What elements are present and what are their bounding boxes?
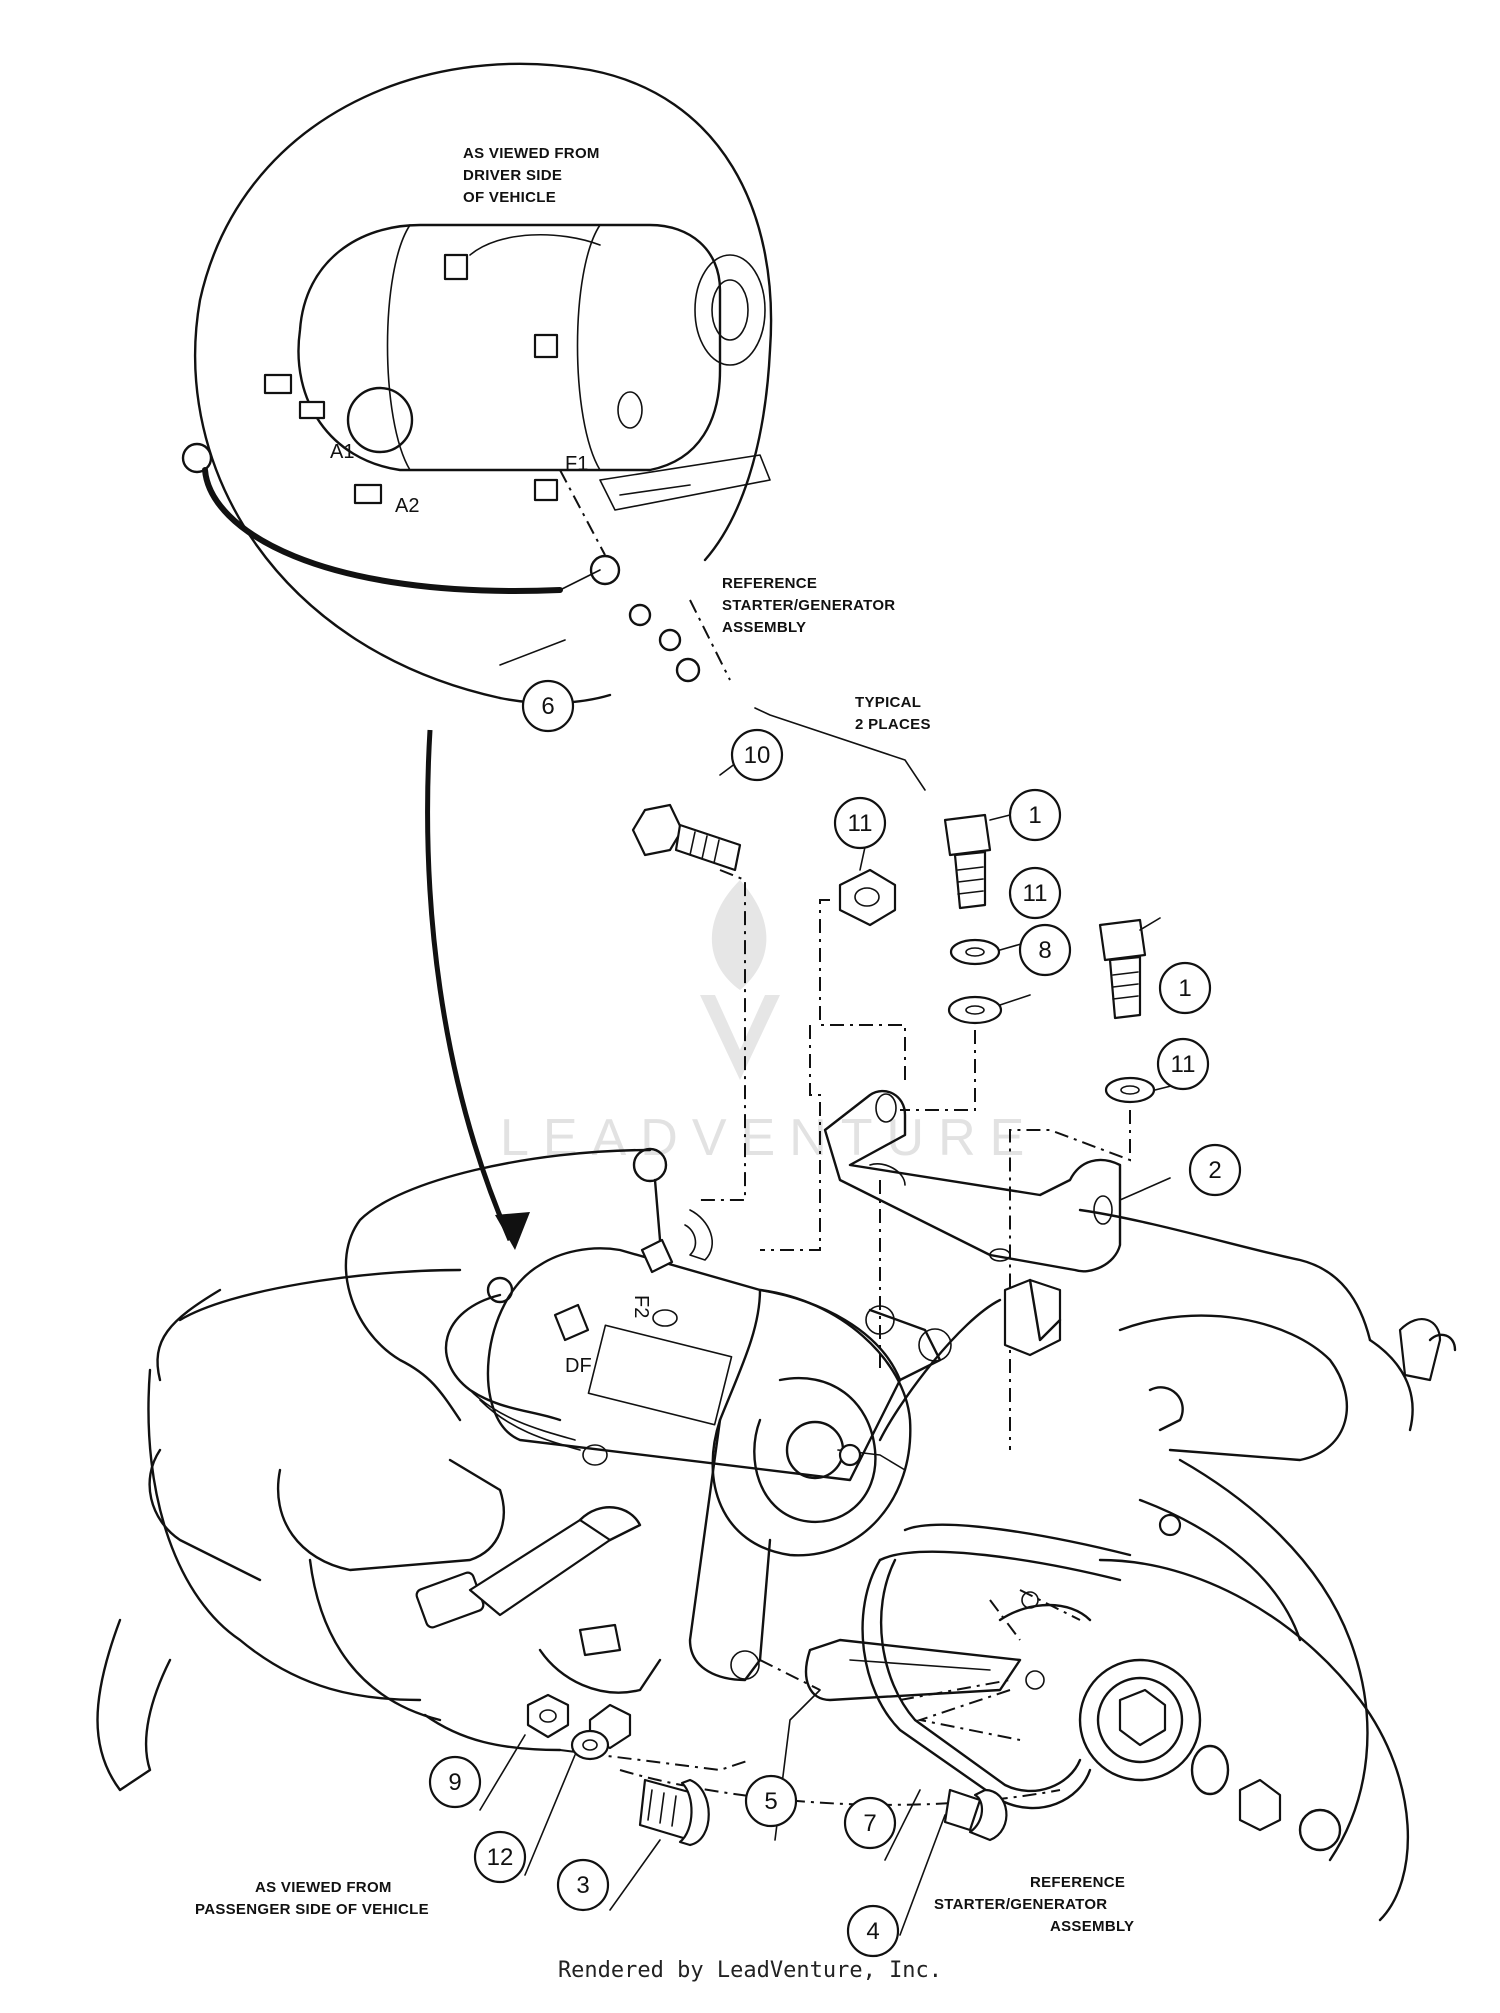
callout-label: 11 [1171,1051,1196,1078]
terminal-label-a2: A2 [395,495,419,517]
callout-10: 10 [730,728,784,782]
callout-circle [744,1774,798,1828]
driver-view-caption-line3: OF VEHICLE [463,189,556,206]
callout-6: 6 [521,679,575,733]
driver-side-inset [181,62,773,705]
callout-2: 2 [1188,1143,1242,1197]
callout-circle [473,1830,527,1884]
terminal-label-f1: F1 [565,453,588,475]
hardware [631,803,1156,1450]
callout-1: 1 [1158,961,1212,1015]
starter-generator: F2 DF [344,1147,1132,1810]
callout-12: 12 [473,1830,527,1884]
reference-bottom-caption-line3: ASSEMBLY [1050,1918,1134,1935]
reference-top-caption-line3: ASSEMBLY [722,619,806,636]
callout-label: 7 [863,1810,876,1837]
callout-11: 11 [833,796,887,850]
terminal-label-df: DF [565,1355,592,1377]
callout-label: 2 [1208,1157,1221,1184]
callout-label: 5 [764,1788,777,1815]
callout-circle [1008,788,1062,842]
view-arrow [425,729,513,1242]
lower-fasteners [526,1693,1008,1847]
callout-label: 10 [744,742,771,769]
callout-circle [730,728,784,782]
callout-circle [1018,923,1072,977]
callout-circle [846,1904,900,1958]
callout-circle [1188,1143,1242,1197]
leadventure-watermark: LEADVENTURE [500,880,1038,1167]
reference-bottom-caption-line1: REFERENCE [1030,1874,1125,1891]
bracket-2 [823,1089,1122,1273]
callout-circle [556,1858,610,1912]
callout-label: 8 [1038,937,1051,964]
callout-circle [1008,866,1062,920]
callout-circle [843,1796,897,1850]
callout-9: 9 [428,1755,482,1809]
callout-circle [521,679,575,733]
callout-label: 1 [1028,802,1041,829]
callout-5: 5 [744,1774,798,1828]
callout-label: 6 [541,693,554,720]
footer-credit: Rendered by LeadVenture, Inc. [557,1958,943,1983]
callout-label: 9 [448,1769,461,1796]
callout-4: 4 [846,1904,900,1958]
callout-label: 11 [848,810,873,837]
callout-circle [833,796,887,850]
typical-caption-line1: TYPICAL [855,694,921,711]
callout-7: 7 [843,1796,897,1850]
driver-view-caption-line1: AS VIEWED FROM [463,145,600,162]
typical-caption-line2: 2 PLACES [855,716,931,733]
view-arrow-head [495,1212,530,1250]
callout-circle [1158,961,1212,1015]
driver-view-caption-line2: DRIVER SIDE [463,167,562,184]
reference-bottom-caption-line2: STARTER/GENERATOR [934,1896,1107,1913]
reference-top-caption-line2: STARTER/GENERATOR [722,597,895,614]
callout-label: 4 [866,1918,879,1945]
callout-8: 8 [1018,923,1072,977]
passenger-view-caption-line2: PASSENGER SIDE OF VEHICLE [195,1901,429,1918]
callout-1: 1 [1008,788,1062,842]
callout-label: 1 [1178,975,1191,1002]
reference-top-caption-line1: REFERENCE [722,575,817,592]
typical-bracket [754,707,926,791]
callout-3: 3 [556,1858,610,1912]
engine-frame [96,1208,1457,1922]
watermark-text: LEADVENTURE [500,1109,1038,1167]
callout-label: 11 [1023,880,1048,907]
callout-label: 12 [487,1844,514,1871]
callout-circle [1156,1037,1210,1091]
terminal-label-f2: F2 [630,1295,652,1318]
callout-11: 11 [1008,866,1062,920]
callout-11: 11 [1156,1037,1210,1091]
passenger-view-caption-line1: AS VIEWED FROM [255,1879,392,1896]
terminal-label-a1: A1 [330,441,354,463]
callout-circle [428,1755,482,1809]
callout-label: 3 [576,1872,589,1899]
